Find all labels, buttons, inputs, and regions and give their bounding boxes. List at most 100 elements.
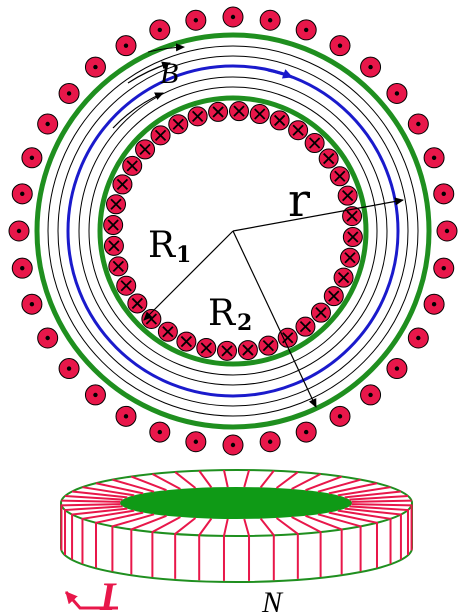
wire-into-page (217, 340, 238, 361)
wire-into-page (342, 206, 363, 227)
current-lead (64, 591, 118, 610)
field-line (78, 76, 388, 386)
winding-front (328, 511, 378, 568)
wire-into-page (176, 331, 197, 352)
wire-into-page (310, 302, 331, 323)
wire-into-page (277, 327, 298, 348)
winding-front (222, 518, 229, 581)
winding-back (275, 471, 299, 489)
field-arrow (147, 43, 185, 53)
wire-out-of-page (115, 35, 137, 57)
svg-text:R: R (148, 225, 176, 266)
winding-front (305, 514, 343, 575)
radius-r1-label: R 1 (148, 225, 191, 268)
toroid-core (120, 487, 352, 519)
wire-into-page (249, 104, 270, 125)
winding-back (291, 473, 322, 490)
winding-back (351, 499, 412, 503)
winding-back (305, 475, 343, 492)
wire-out-of-page (222, 434, 244, 456)
wire-into-page (342, 226, 363, 247)
winding-front (275, 517, 299, 579)
wire-out-of-page (84, 56, 106, 78)
wire-into-page (318, 148, 339, 169)
toroid-windings (60, 469, 413, 581)
wire-into-page (295, 316, 316, 337)
radius-r2-line (232, 230, 317, 408)
wire-into-page (339, 247, 360, 268)
winding-front (351, 503, 413, 551)
winding-front (64, 505, 123, 556)
wire-into-page (208, 101, 229, 122)
radius-r2-label: R 2 (208, 293, 252, 336)
winding-back (64, 494, 123, 501)
wire-out-of-page (360, 56, 382, 78)
winding-back (317, 478, 361, 493)
wire-out-of-page (386, 358, 408, 380)
wire-into-page (150, 125, 171, 146)
wire-out-of-page (386, 82, 408, 104)
radius-r-label: r (288, 173, 310, 227)
wire-out-of-page (222, 6, 244, 28)
wire-into-page (103, 215, 124, 236)
winding-front (111, 513, 155, 572)
winding-back (151, 473, 181, 490)
svg-text:R: R (208, 293, 236, 334)
winding-back (243, 469, 250, 488)
wire-into-page (122, 155, 143, 176)
current-label: I (99, 574, 117, 612)
winding-back (198, 470, 213, 488)
wire-into-page (135, 139, 156, 160)
wire-out-of-page (423, 293, 445, 315)
winding-front (337, 509, 392, 564)
wire-out-of-page (329, 35, 351, 57)
svg-text:1: 1 (176, 242, 191, 268)
winding-back (337, 486, 391, 497)
wire-out-of-page (37, 113, 59, 135)
wire-into-page (157, 321, 178, 342)
wire-out-of-page (436, 220, 458, 242)
inner-wall (97, 95, 369, 367)
wire-out-of-page (423, 147, 445, 169)
wire-into-page (304, 133, 325, 154)
wire-out-of-page (149, 421, 171, 443)
toroid-top-view: B r R 1 R 2 (8, 6, 458, 456)
wire-into-page (127, 293, 148, 314)
wire-out-of-page (58, 82, 80, 104)
amperian-loop (66, 64, 400, 398)
wire-out-of-page (329, 405, 351, 427)
wire-into-page (116, 275, 137, 296)
field-line (88, 86, 378, 376)
wire-out-of-page (259, 9, 281, 31)
winding-front (174, 517, 197, 579)
wire-out-of-page (407, 327, 429, 349)
radius-r-line (232, 197, 404, 232)
winding-back (223, 469, 229, 488)
wire-out-of-page (37, 327, 59, 349)
winding-front (95, 511, 144, 568)
wire-out-of-page (11, 183, 33, 205)
outer-wires (8, 6, 458, 456)
wire-out-of-page (84, 384, 106, 406)
wire-out-of-page (21, 293, 43, 315)
winding-front (259, 518, 275, 581)
field-line (57, 55, 409, 407)
field-label: B (160, 57, 178, 90)
wire-into-page (323, 286, 344, 307)
winding-front (71, 507, 128, 560)
winding-front (81, 509, 135, 564)
winding-back (259, 470, 275, 488)
wire-out-of-page (407, 113, 429, 135)
wire-out-of-page (295, 19, 317, 41)
wire-into-page (337, 185, 358, 206)
field-line (47, 45, 419, 417)
winding-back (130, 475, 167, 492)
wire-out-of-page (295, 421, 317, 443)
wire-out-of-page (360, 384, 382, 406)
turns-label: N (261, 586, 284, 612)
winding-back (112, 478, 155, 493)
winding-back (349, 494, 409, 501)
amperian-loop-arrow (267, 68, 293, 79)
wire-into-page (187, 106, 208, 127)
